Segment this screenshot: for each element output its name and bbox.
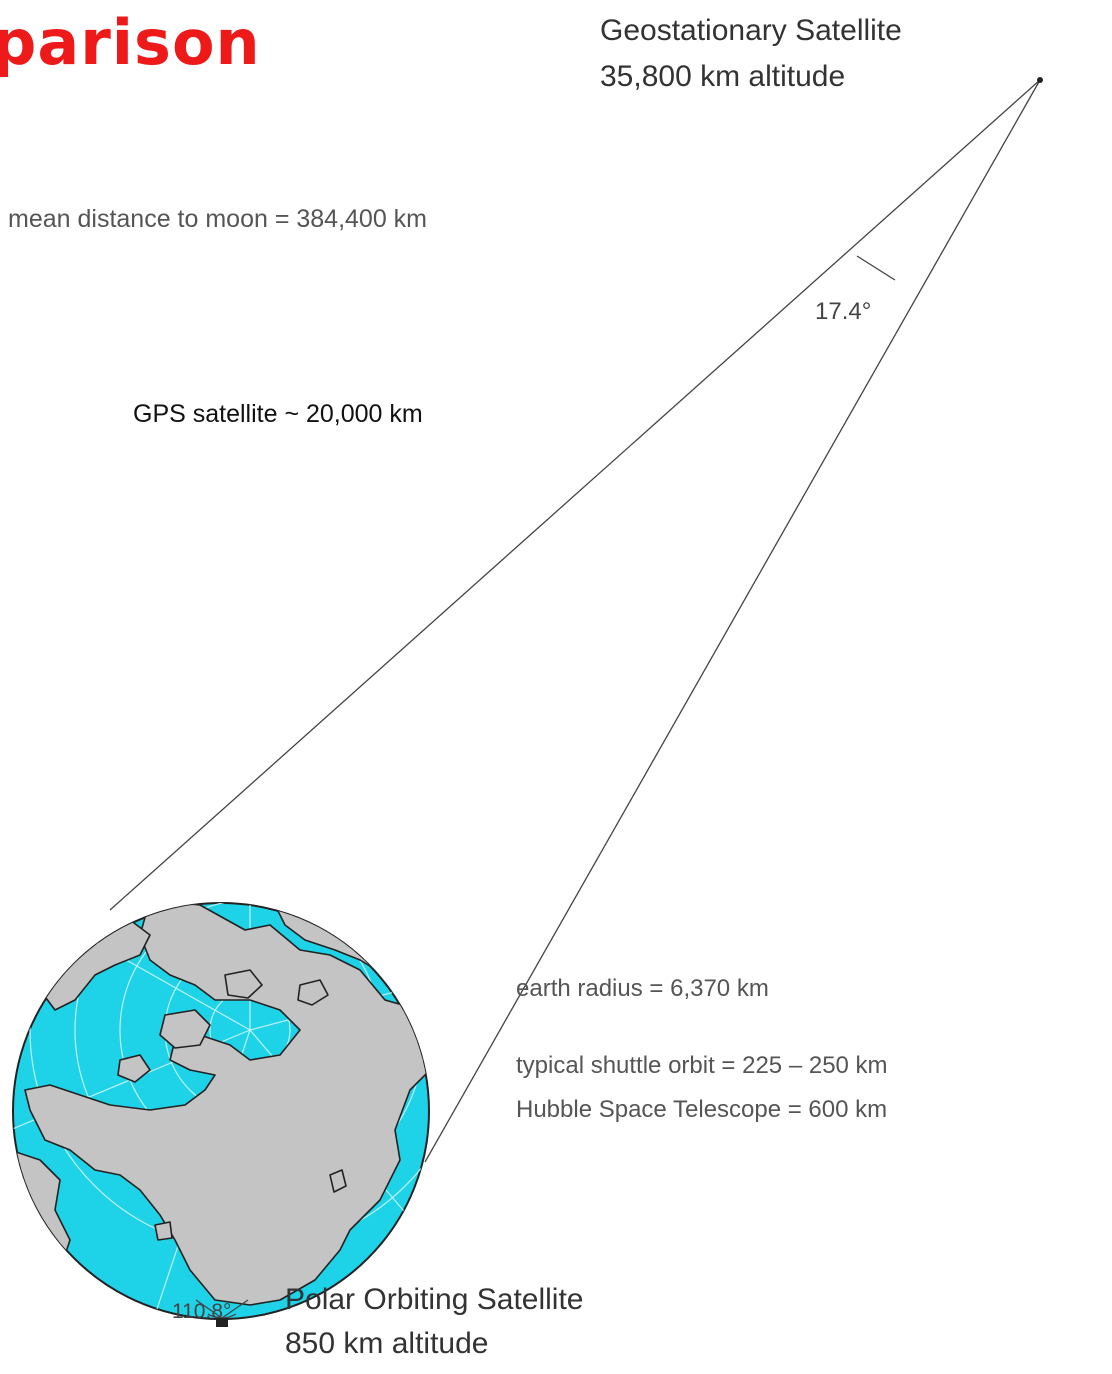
geostationary-altitude: 35,800 km altitude (600, 60, 846, 93)
cone-line-right (424, 79, 1041, 1163)
geostationary-view-angle: 17.4° (815, 298, 872, 325)
polar-view-angle: 110.8° (172, 1300, 232, 1323)
polar-satellite-marker (216, 1318, 228, 1327)
earth-globe (12, 902, 430, 1320)
moon-distance-note: mean distance to moon = 384,400 km (8, 205, 428, 233)
angle-arc-top (856, 255, 896, 281)
polar-altitude: 850 km altitude (285, 1327, 489, 1360)
slide-title-fragment: parison (0, 6, 261, 79)
geostationary-label: Geostationary Satellite (600, 14, 902, 47)
cone-line-left (109, 79, 1041, 911)
gps-note: GPS satellite ~ 20,000 km (133, 400, 423, 428)
hubble-note: Hubble Space Telescope = 600 km (516, 1096, 888, 1123)
geostationary-cone (109, 79, 1041, 1163)
earth-radius-note: earth radius = 6,370 km (516, 975, 769, 1002)
shuttle-orbit-note: typical shuttle orbit = 225 – 250 km (516, 1052, 888, 1079)
polar-satellite-label: Polar Orbiting Satellite (285, 1283, 584, 1316)
geostationary-satellite-dot (1037, 77, 1043, 83)
